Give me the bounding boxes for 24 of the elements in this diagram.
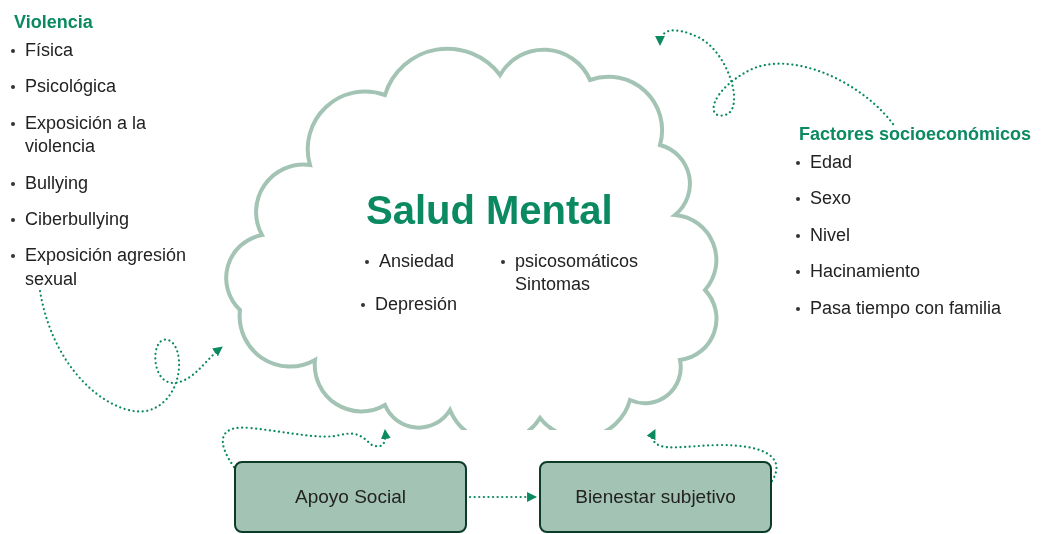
process-box: Apoyo Social xyxy=(234,461,467,533)
dotted-arrow xyxy=(38,289,224,413)
cloud-title: Salud Mental xyxy=(366,188,613,233)
dotted-arrow xyxy=(655,29,895,126)
section-heading: Violencia xyxy=(14,12,93,33)
process-box: Bienestar subjetivo xyxy=(539,461,772,533)
list-item: Sexo xyxy=(793,187,1059,211)
list-item: Hacinamiento xyxy=(793,260,1059,284)
list-item: Ciberbullying xyxy=(8,207,203,232)
dotted-arrow xyxy=(221,426,391,469)
list-item: Bullying xyxy=(8,171,203,195)
list-item: Depresión xyxy=(358,293,458,317)
dotted-arrow xyxy=(646,428,778,483)
list-item: Exposición agresión sexual xyxy=(8,244,203,292)
list-item: Ansiedad xyxy=(362,250,455,274)
list-item: psicosomáticos Sintomas xyxy=(498,250,675,297)
section-heading: Factores socioeconómicos xyxy=(799,124,1032,145)
list-item: Edad xyxy=(793,151,1059,175)
list-item: Exposición a la violencia xyxy=(8,111,203,159)
list-item: Física xyxy=(8,39,203,63)
list-item: Pasa tiempo con familia xyxy=(793,296,1059,320)
list-item: Nivel xyxy=(793,223,1059,248)
dotted-arrow xyxy=(468,492,538,502)
list-item: Psicológica xyxy=(8,75,203,99)
